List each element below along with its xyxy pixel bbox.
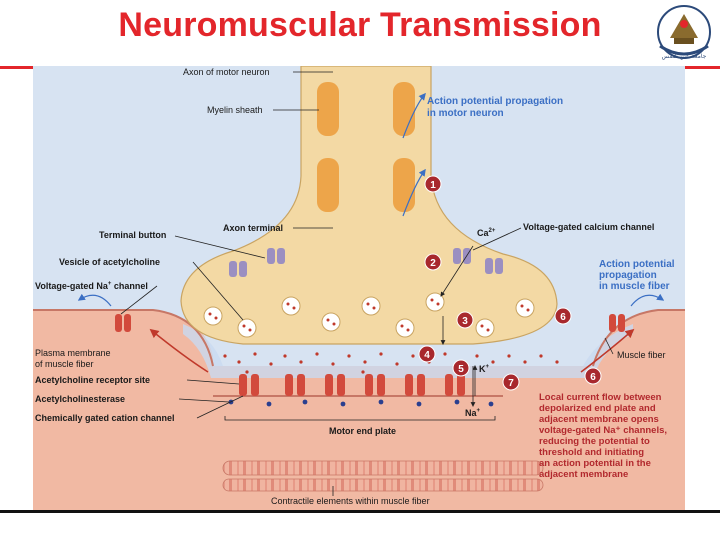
- step-1: 1: [424, 175, 442, 193]
- step-6-top: 6: [554, 307, 572, 325]
- local-current-right: [580, 328, 635, 373]
- svg-text:depolarized end plate and: depolarized end plate and: [539, 403, 656, 414]
- leader-ach-receptor: [186, 379, 240, 385]
- vesicles: [203, 292, 535, 338]
- step-2: 2: [424, 253, 442, 271]
- leader-vg-ca: [472, 227, 522, 251]
- leader-terminal-button: [174, 235, 266, 259]
- label-vg-ca: Voltage-gated calcium channel: [523, 222, 654, 232]
- step-5: 5: [452, 359, 470, 377]
- step-7: 7: [502, 373, 520, 391]
- label-terminal-button: Terminal button: [99, 230, 166, 240]
- bottom-rule: [0, 510, 720, 513]
- svg-text:threshold and initiating: threshold and initiating: [539, 447, 644, 458]
- svg-text:adjacent membrane: adjacent membrane: [539, 469, 628, 480]
- local-current-left: [149, 328, 209, 373]
- leader-vesicle: [192, 261, 244, 321]
- svg-text:an action potential in the: an action potential in the: [539, 458, 651, 469]
- label-vesicle: Vesicle of acetylcholine: [59, 257, 160, 267]
- calcium-channel-2: [267, 248, 285, 264]
- leader-ache: [178, 398, 230, 403]
- motor-end-plate-bracket: [224, 416, 496, 421]
- receptor-channels: [239, 374, 465, 396]
- svg-text:1: 1: [430, 180, 436, 191]
- svg-text:2: 2: [430, 258, 436, 269]
- label-k: K+: [479, 364, 490, 374]
- logo-text: جامعة عين شمس: [662, 53, 707, 60]
- label-ache: Acetylcholinesterase: [35, 394, 125, 404]
- na-channel-right: [609, 314, 625, 332]
- step-6-bottom: 6: [584, 367, 602, 385]
- label-plasma-membrane-1: Plasma membrane: [35, 348, 111, 358]
- slide-title: Neuromuscular Transmission: [118, 6, 602, 44]
- leader-vg-na: [120, 285, 158, 315]
- svg-text:6: 6: [590, 372, 596, 383]
- neuromuscular-diagram: Axon of motor neuron Myelin sheath Axon …: [33, 66, 685, 510]
- ap-arc-muscle-left: [77, 293, 112, 307]
- myelin-sheath-right-1: [393, 82, 415, 136]
- acetylcholinesterase-dots: [228, 399, 494, 407]
- svg-text:5: 5: [458, 364, 464, 375]
- leader-muscle-fiber: [604, 337, 614, 355]
- label-axon: Axon of motor neuron: [183, 67, 270, 77]
- label-ca: Ca2+: [477, 228, 496, 238]
- svg-text:3: 3: [462, 316, 468, 327]
- muscle-fiber: [33, 310, 685, 510]
- svg-text:reducing the potential to: reducing the potential to: [539, 436, 650, 447]
- calcium-channel-4: [485, 258, 503, 274]
- ap-arc-muscle-right: [630, 293, 665, 307]
- svg-text:4: 4: [424, 350, 430, 361]
- step-4: 4: [418, 345, 436, 363]
- step-3: 3: [456, 311, 474, 329]
- myelin-sheath-left-1: [317, 82, 339, 136]
- label-myelin: Myelin sheath: [207, 105, 263, 115]
- svg-text:adjacent membrane opens: adjacent membrane opens: [539, 414, 659, 425]
- ap-arc-neuron-1: [402, 92, 426, 139]
- na-channel-left: [115, 314, 131, 332]
- label-motor-end-plate: Motor end plate: [329, 426, 396, 436]
- note-ap-muscle-2: propagation: [599, 270, 657, 281]
- calcium-channel-1: [229, 261, 247, 277]
- label-vg-na: Voltage-gated Na+ channel: [35, 281, 148, 291]
- label-chem-gated: Chemically gated cation channel: [35, 413, 175, 423]
- note-ap-muscle-3: in muscle fiber: [599, 281, 670, 292]
- label-axon-terminal: Axon terminal: [223, 223, 283, 233]
- svg-text:6: 6: [560, 312, 566, 323]
- label-plasma-membrane-2: of muscle fiber: [35, 359, 94, 369]
- myelin-sheath-left-2: [317, 158, 339, 212]
- contractile-band-2: [222, 478, 544, 492]
- ca-influx-arrow: [440, 245, 474, 297]
- contractile-band-1: [222, 460, 544, 476]
- note-ap-neuron-1: Action potential propagation: [427, 96, 563, 107]
- label-ach-receptor: Acetylcholine receptor site: [35, 375, 150, 385]
- university-logo: جامعة عين شمس: [657, 5, 711, 60]
- label-na: Na+: [465, 408, 481, 418]
- svg-text:Local current flow between: Local current flow between: [539, 392, 662, 403]
- svg-text:voltage-gated Na⁺ channels,: voltage-gated Na⁺ channels,: [539, 425, 667, 436]
- note-local-current: Local current flow between depolarized e…: [539, 392, 667, 480]
- label-muscle-fiber: Muscle fiber: [617, 350, 666, 360]
- label-contractile: Contractile elements within muscle fiber: [271, 496, 430, 506]
- note-ap-muscle-1: Action potential: [599, 259, 675, 270]
- vesicle-contents: [208, 298, 530, 332]
- svg-text:7: 7: [508, 378, 514, 389]
- ap-arc-neuron-2: [402, 168, 426, 217]
- note-ap-neuron-2: in motor neuron: [427, 108, 504, 119]
- leader-chem-gated: [196, 395, 244, 419]
- axon: [180, 66, 558, 345]
- myelin-sheath-right-2: [393, 158, 415, 212]
